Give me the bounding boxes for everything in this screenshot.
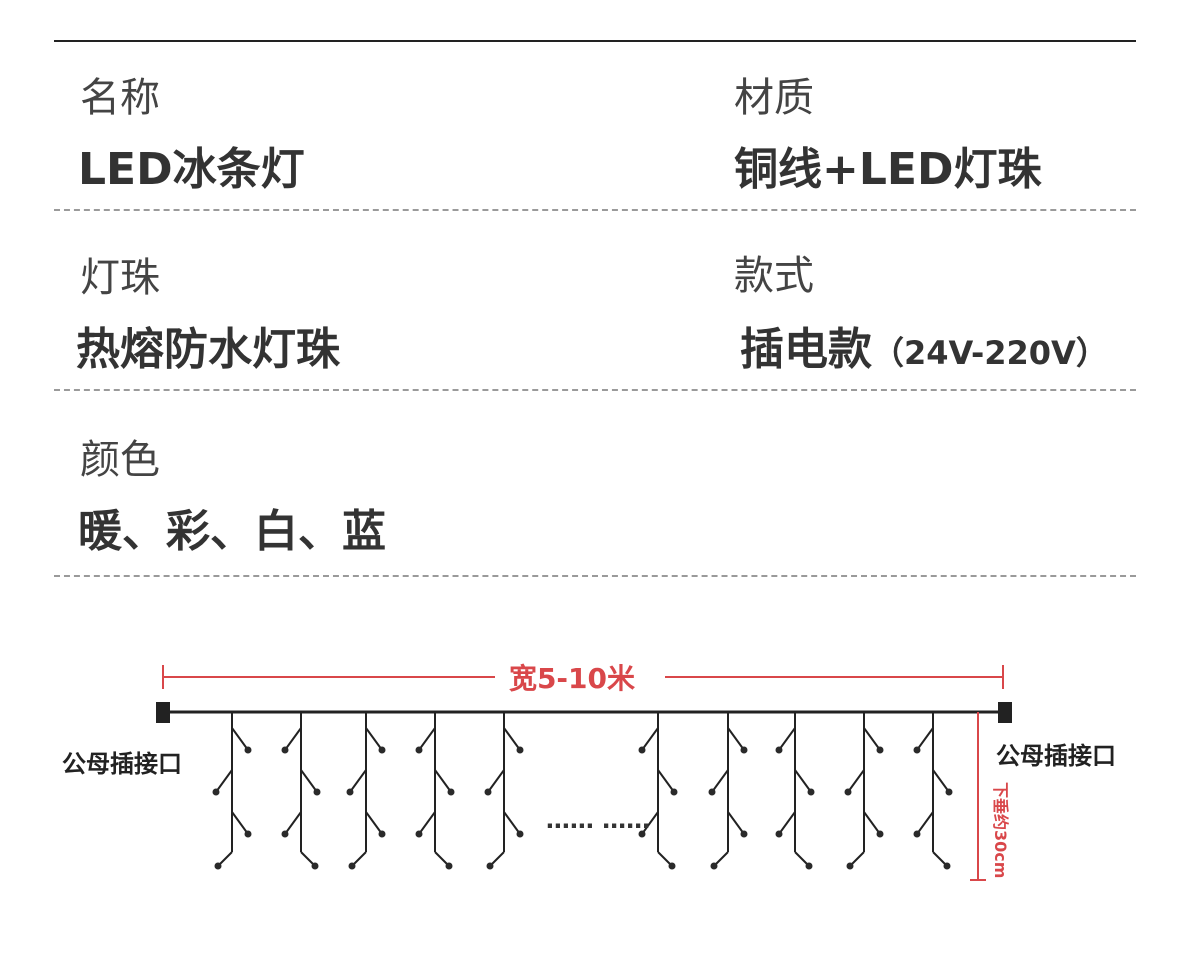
drop-branch — [487, 769, 505, 793]
width-label: 宽5-10米 — [509, 662, 635, 695]
led-bulb — [710, 862, 718, 870]
drop-branch — [916, 727, 934, 751]
spec-value-name: LED冰条灯 — [78, 144, 305, 195]
width-dimension: 宽5-10米 — [162, 662, 1004, 695]
led-bulb — [486, 862, 494, 870]
led-bulb — [844, 788, 852, 796]
led-bulb — [313, 788, 321, 796]
led-bulb — [740, 830, 748, 838]
row-divider — [54, 209, 1136, 211]
led-bulb — [913, 830, 921, 838]
drop-branch — [847, 769, 865, 793]
led-bulb — [805, 862, 813, 870]
drop-branch — [434, 769, 452, 793]
led-bulb — [876, 830, 884, 838]
drop-branch — [916, 811, 934, 835]
led-bulb — [943, 862, 951, 870]
led-bulb — [516, 746, 524, 754]
drop-branch — [503, 811, 521, 835]
led-bulb — [876, 746, 884, 754]
spec-label-bulb: 灯珠 — [80, 255, 160, 301]
led-bulb — [740, 746, 748, 754]
spec-label-style: 款式 — [734, 253, 814, 299]
ellipsis: …… …… — [546, 806, 650, 834]
spec-label-material: 材质 — [734, 75, 814, 121]
drop-branch — [365, 727, 383, 751]
led-bulb — [281, 746, 289, 754]
spec-value-bulb: 热熔防水灯珠 — [76, 324, 340, 375]
connector-plug-left — [156, 702, 170, 723]
spec-value-style-main: 插电款 — [740, 324, 872, 375]
led-bulb — [212, 788, 220, 796]
connector-label-left: 公母插接口 — [62, 750, 182, 778]
led-bulb — [670, 788, 678, 796]
drop-branch — [778, 727, 796, 751]
icicle-light-diagram: 宽5-10米 公母插接口 公母插接口 …… …… 下垂约30cm — [62, 662, 1116, 881]
drop-branch — [284, 811, 302, 835]
drop-branch — [711, 769, 729, 793]
drop-branch — [641, 727, 659, 751]
led-bulb — [638, 830, 646, 838]
connector-label-right: 公母插接口 — [996, 742, 1116, 770]
led-bulb — [913, 746, 921, 754]
led-bulb — [447, 788, 455, 796]
led-bulb — [415, 746, 423, 754]
led-bulb — [244, 746, 252, 754]
drop-label: 下垂约30cm — [991, 782, 1010, 878]
spec-value-material: 铜线+LED灯珠 — [734, 144, 1042, 195]
row-divider — [54, 575, 1136, 577]
drop-branch — [365, 811, 383, 835]
drop-branch — [231, 727, 249, 751]
spec-value-style: 插电款（24V-220V） — [740, 328, 1108, 372]
led-bulb — [484, 788, 492, 796]
led-bulb — [945, 788, 953, 796]
drop-branch — [794, 769, 812, 793]
drop-branch — [284, 727, 302, 751]
drop-branch — [932, 769, 950, 793]
spec-label-color: 颜色 — [80, 437, 160, 483]
spec-value-style-note: （24V-220V） — [872, 334, 1108, 372]
led-bulb — [214, 862, 222, 870]
led-bulb — [415, 830, 423, 838]
spec-label-name: 名称 — [80, 75, 160, 121]
drop-branch — [778, 811, 796, 835]
led-bulb — [775, 746, 783, 754]
led-bulb — [846, 862, 854, 870]
led-bulb — [311, 862, 319, 870]
led-bulb — [348, 862, 356, 870]
connector-plug-right — [998, 702, 1012, 723]
led-bulb — [378, 830, 386, 838]
led-bulb — [445, 862, 453, 870]
led-bulb — [244, 830, 252, 838]
drop-branch — [657, 769, 675, 793]
drop-branch — [418, 727, 436, 751]
led-bulb — [807, 788, 815, 796]
drop-branch — [641, 811, 659, 835]
drop-branch — [727, 727, 745, 751]
drop-branch — [418, 811, 436, 835]
drop-branch — [349, 769, 367, 793]
drop-branch — [863, 811, 881, 835]
led-bulb — [516, 830, 524, 838]
drop-strands — [212, 712, 953, 870]
led-bulb — [668, 862, 676, 870]
drop-dimension: 下垂约30cm — [970, 712, 1010, 881]
drop-branch — [231, 811, 249, 835]
drop-branch — [863, 727, 881, 751]
drop-branch — [727, 811, 745, 835]
drop-branch — [215, 769, 233, 793]
led-bulb — [638, 746, 646, 754]
led-bulb — [281, 830, 289, 838]
led-bulb — [708, 788, 716, 796]
drop-branch — [300, 769, 318, 793]
led-bulb — [775, 830, 783, 838]
led-bulb — [346, 788, 354, 796]
drop-branch — [503, 727, 521, 751]
spec-value-color: 暖、彩、白、蓝 — [78, 506, 386, 557]
row-divider — [54, 389, 1136, 391]
top-rule — [54, 40, 1136, 42]
led-bulb — [378, 746, 386, 754]
